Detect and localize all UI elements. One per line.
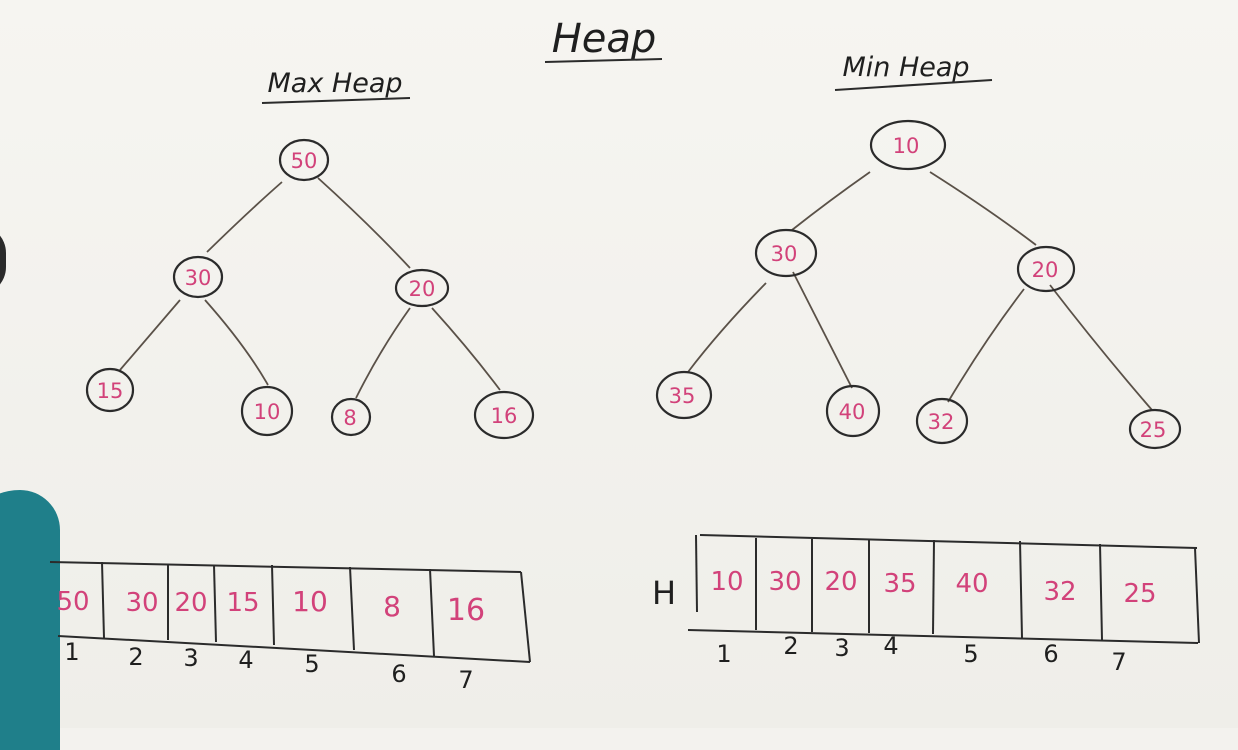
- svg-text:16: 16: [491, 404, 518, 428]
- svg-text:10: 10: [893, 134, 920, 158]
- array-cell: 20: [824, 567, 857, 597]
- tree-node: 10: [869, 119, 947, 171]
- tree-node: 50: [278, 138, 330, 182]
- max-heap-label: Max Heap: [268, 68, 403, 99]
- array-index: 3: [183, 644, 198, 672]
- svg-text:35: 35: [669, 384, 696, 408]
- array-index: 1: [64, 638, 79, 666]
- title-underline: [544, 58, 663, 63]
- tree-node: 30: [754, 228, 818, 278]
- max-heap-underline: [261, 97, 411, 104]
- svg-text:32: 32: [928, 410, 955, 434]
- page-title: Heap: [552, 16, 657, 62]
- svg-text:30: 30: [771, 242, 798, 266]
- array-cell: 8: [383, 590, 401, 623]
- array-cell: 20: [174, 588, 207, 618]
- svg-text:8: 8: [343, 406, 356, 430]
- array-index: 2: [783, 632, 798, 660]
- heap-diagram: Heap Max Heap Min Heap 50 30: [49, 16, 1200, 694]
- array-index: 4: [238, 646, 253, 674]
- array-cell: 25: [1123, 579, 1156, 609]
- array-index: 4: [883, 632, 898, 660]
- max-heap-nodes: 50 30 20 15 10 8: [85, 138, 535, 440]
- presenter: [0, 490, 60, 750]
- svg-text:50: 50: [291, 149, 318, 173]
- svg-text:30: 30: [185, 266, 212, 290]
- tree-node: 16: [473, 390, 535, 440]
- tree-node: 10: [240, 385, 294, 437]
- max-heap-array: 50 30 20 15 10 8 16 1 2 3 4 5 6 7: [49, 561, 531, 694]
- tree-node: 32: [915, 397, 969, 445]
- array-cell: 30: [125, 588, 158, 618]
- array-cell: 10: [292, 585, 328, 618]
- array-index: 7: [458, 666, 473, 694]
- tree-node: 40: [825, 384, 881, 438]
- array-index: 2: [128, 643, 143, 671]
- tree-node: 15: [85, 367, 135, 413]
- array-index: 1: [716, 640, 731, 668]
- svg-text:10: 10: [254, 400, 281, 424]
- presenter-head: [0, 225, 6, 295]
- svg-text:40: 40: [839, 400, 866, 424]
- tree-node: 30: [172, 255, 224, 299]
- min-heap-nodes: 10 30 20 35 40 32: [655, 119, 1182, 450]
- max-heap-edges: [119, 177, 501, 399]
- svg-text:25: 25: [1140, 418, 1167, 442]
- array-cell: 16: [447, 593, 485, 628]
- array-cell: 35: [883, 569, 916, 599]
- tree-node: 8: [330, 397, 372, 437]
- array-index: 3: [834, 634, 849, 662]
- tree-node: 20: [394, 268, 450, 308]
- svg-text:20: 20: [409, 277, 436, 301]
- min-heap-array: H 10 30 20 35 40 32 25 1 2 3 4 5 6 7: [652, 534, 1200, 676]
- tree-node: 20: [1016, 245, 1076, 293]
- array-index: 5: [304, 650, 319, 678]
- array-cell: 32: [1043, 577, 1076, 607]
- array-name-label: H: [652, 574, 676, 612]
- array-index: 5: [963, 640, 978, 668]
- tree-node: 35: [655, 370, 713, 420]
- svg-text:15: 15: [97, 379, 124, 403]
- array-cell: 40: [955, 569, 988, 599]
- array-cell: 15: [226, 588, 259, 618]
- array-cell: 30: [768, 567, 801, 597]
- array-cell: 10: [710, 567, 743, 597]
- min-heap-label: Min Heap: [842, 52, 969, 83]
- min-heap-underline: [834, 79, 993, 91]
- array-index: 7: [1111, 648, 1126, 676]
- array-index: 6: [1043, 640, 1058, 668]
- svg-text:20: 20: [1032, 258, 1059, 282]
- tree-node: 25: [1128, 408, 1182, 450]
- min-heap-edges: [687, 171, 1153, 411]
- array-index: 6: [391, 660, 406, 688]
- array-cell: 50: [56, 587, 89, 617]
